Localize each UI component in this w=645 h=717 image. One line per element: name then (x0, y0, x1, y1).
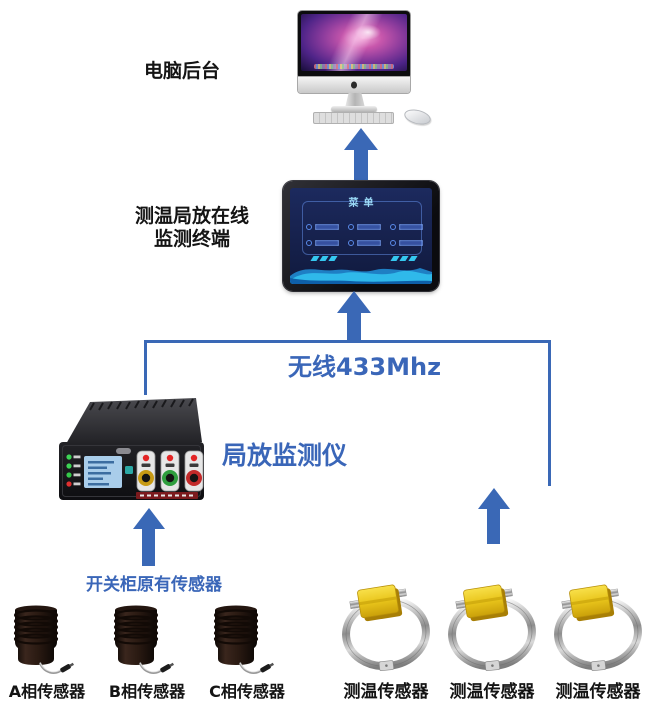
temp-sensor-2-label: 测温传感器 (449, 682, 535, 702)
label-pd-monitor: 局放监测仪 (222, 441, 348, 470)
device-connector-a (136, 450, 156, 492)
wireless-bus-line (144, 340, 551, 343)
keyboard (313, 112, 394, 124)
temp-sensor-3-image (554, 584, 642, 672)
device-connector-b (160, 450, 180, 492)
tablet-screen: 菜单 (290, 188, 432, 284)
menu-item-chip (306, 240, 339, 246)
label-wireless-433mhz: 无线433Mhz (288, 353, 442, 381)
monitoring-terminal-tablet: 菜单 (283, 181, 439, 291)
label-terminal: 测温局放在线 监测终端 (112, 205, 272, 251)
phase-sensor-c-image (213, 605, 275, 674)
computer-wallpaper (301, 14, 407, 71)
temp-sensor-2-image (448, 584, 536, 672)
device-usb-port (116, 448, 131, 454)
apple-logo-icon (351, 81, 357, 89)
phase-sensor-c: C相传感器 (206, 602, 296, 702)
menu-title: 菜单 (348, 198, 379, 209)
phase-sensor-c-label: C相传感器 (209, 682, 285, 701)
wave-graphic (290, 268, 432, 284)
bus-drop-left (144, 340, 147, 395)
phase-sensor-b-label: B相传感器 (108, 682, 186, 701)
menu-item-chip (306, 224, 339, 230)
label-terminal-line2: 监测终端 (153, 228, 230, 250)
menu-item-chip (390, 224, 423, 230)
temp-sensor-2: 测温传感器 (442, 581, 542, 702)
temp-sensor-1: 测温传感器 (336, 581, 436, 702)
temp-sensor-1-image (342, 584, 430, 672)
computer-stand (345, 93, 365, 108)
temp-sensor-1-label: 测温传感器 (343, 682, 429, 702)
temp-sensor-3-label: 测温传感器 (555, 682, 641, 702)
menu-item-chip (348, 240, 381, 246)
label-terminal-line1: 测温局放在线 (134, 205, 249, 227)
device-connector-c (184, 450, 204, 492)
computer-screen (298, 11, 410, 77)
device-nameplate (136, 492, 198, 499)
computer-chin (298, 77, 410, 93)
menu-item-chip (390, 240, 423, 246)
phase-sensor-b: B相传感器 (106, 602, 196, 702)
phase-sensor-a-image (13, 605, 75, 674)
dock-bar (313, 64, 395, 69)
label-computer-backend: 电脑后台 (144, 60, 221, 82)
phase-sensor-a: A相传感器 (6, 602, 96, 702)
pd-monitor-device (59, 398, 204, 500)
bus-drop-right (548, 340, 551, 486)
mouse (402, 106, 433, 128)
device-status-leds (66, 454, 81, 487)
phase-sensor-a-label: A相传感器 (8, 682, 86, 701)
device-teal-button (125, 466, 133, 474)
menu-item-chip (348, 224, 381, 230)
computer-base (331, 106, 377, 112)
temp-sensor-3: 测温传感器 (548, 581, 645, 702)
label-switchgear-sensors: 开关柜原有传感器 (86, 575, 222, 595)
phase-sensor-b-image (113, 605, 175, 674)
